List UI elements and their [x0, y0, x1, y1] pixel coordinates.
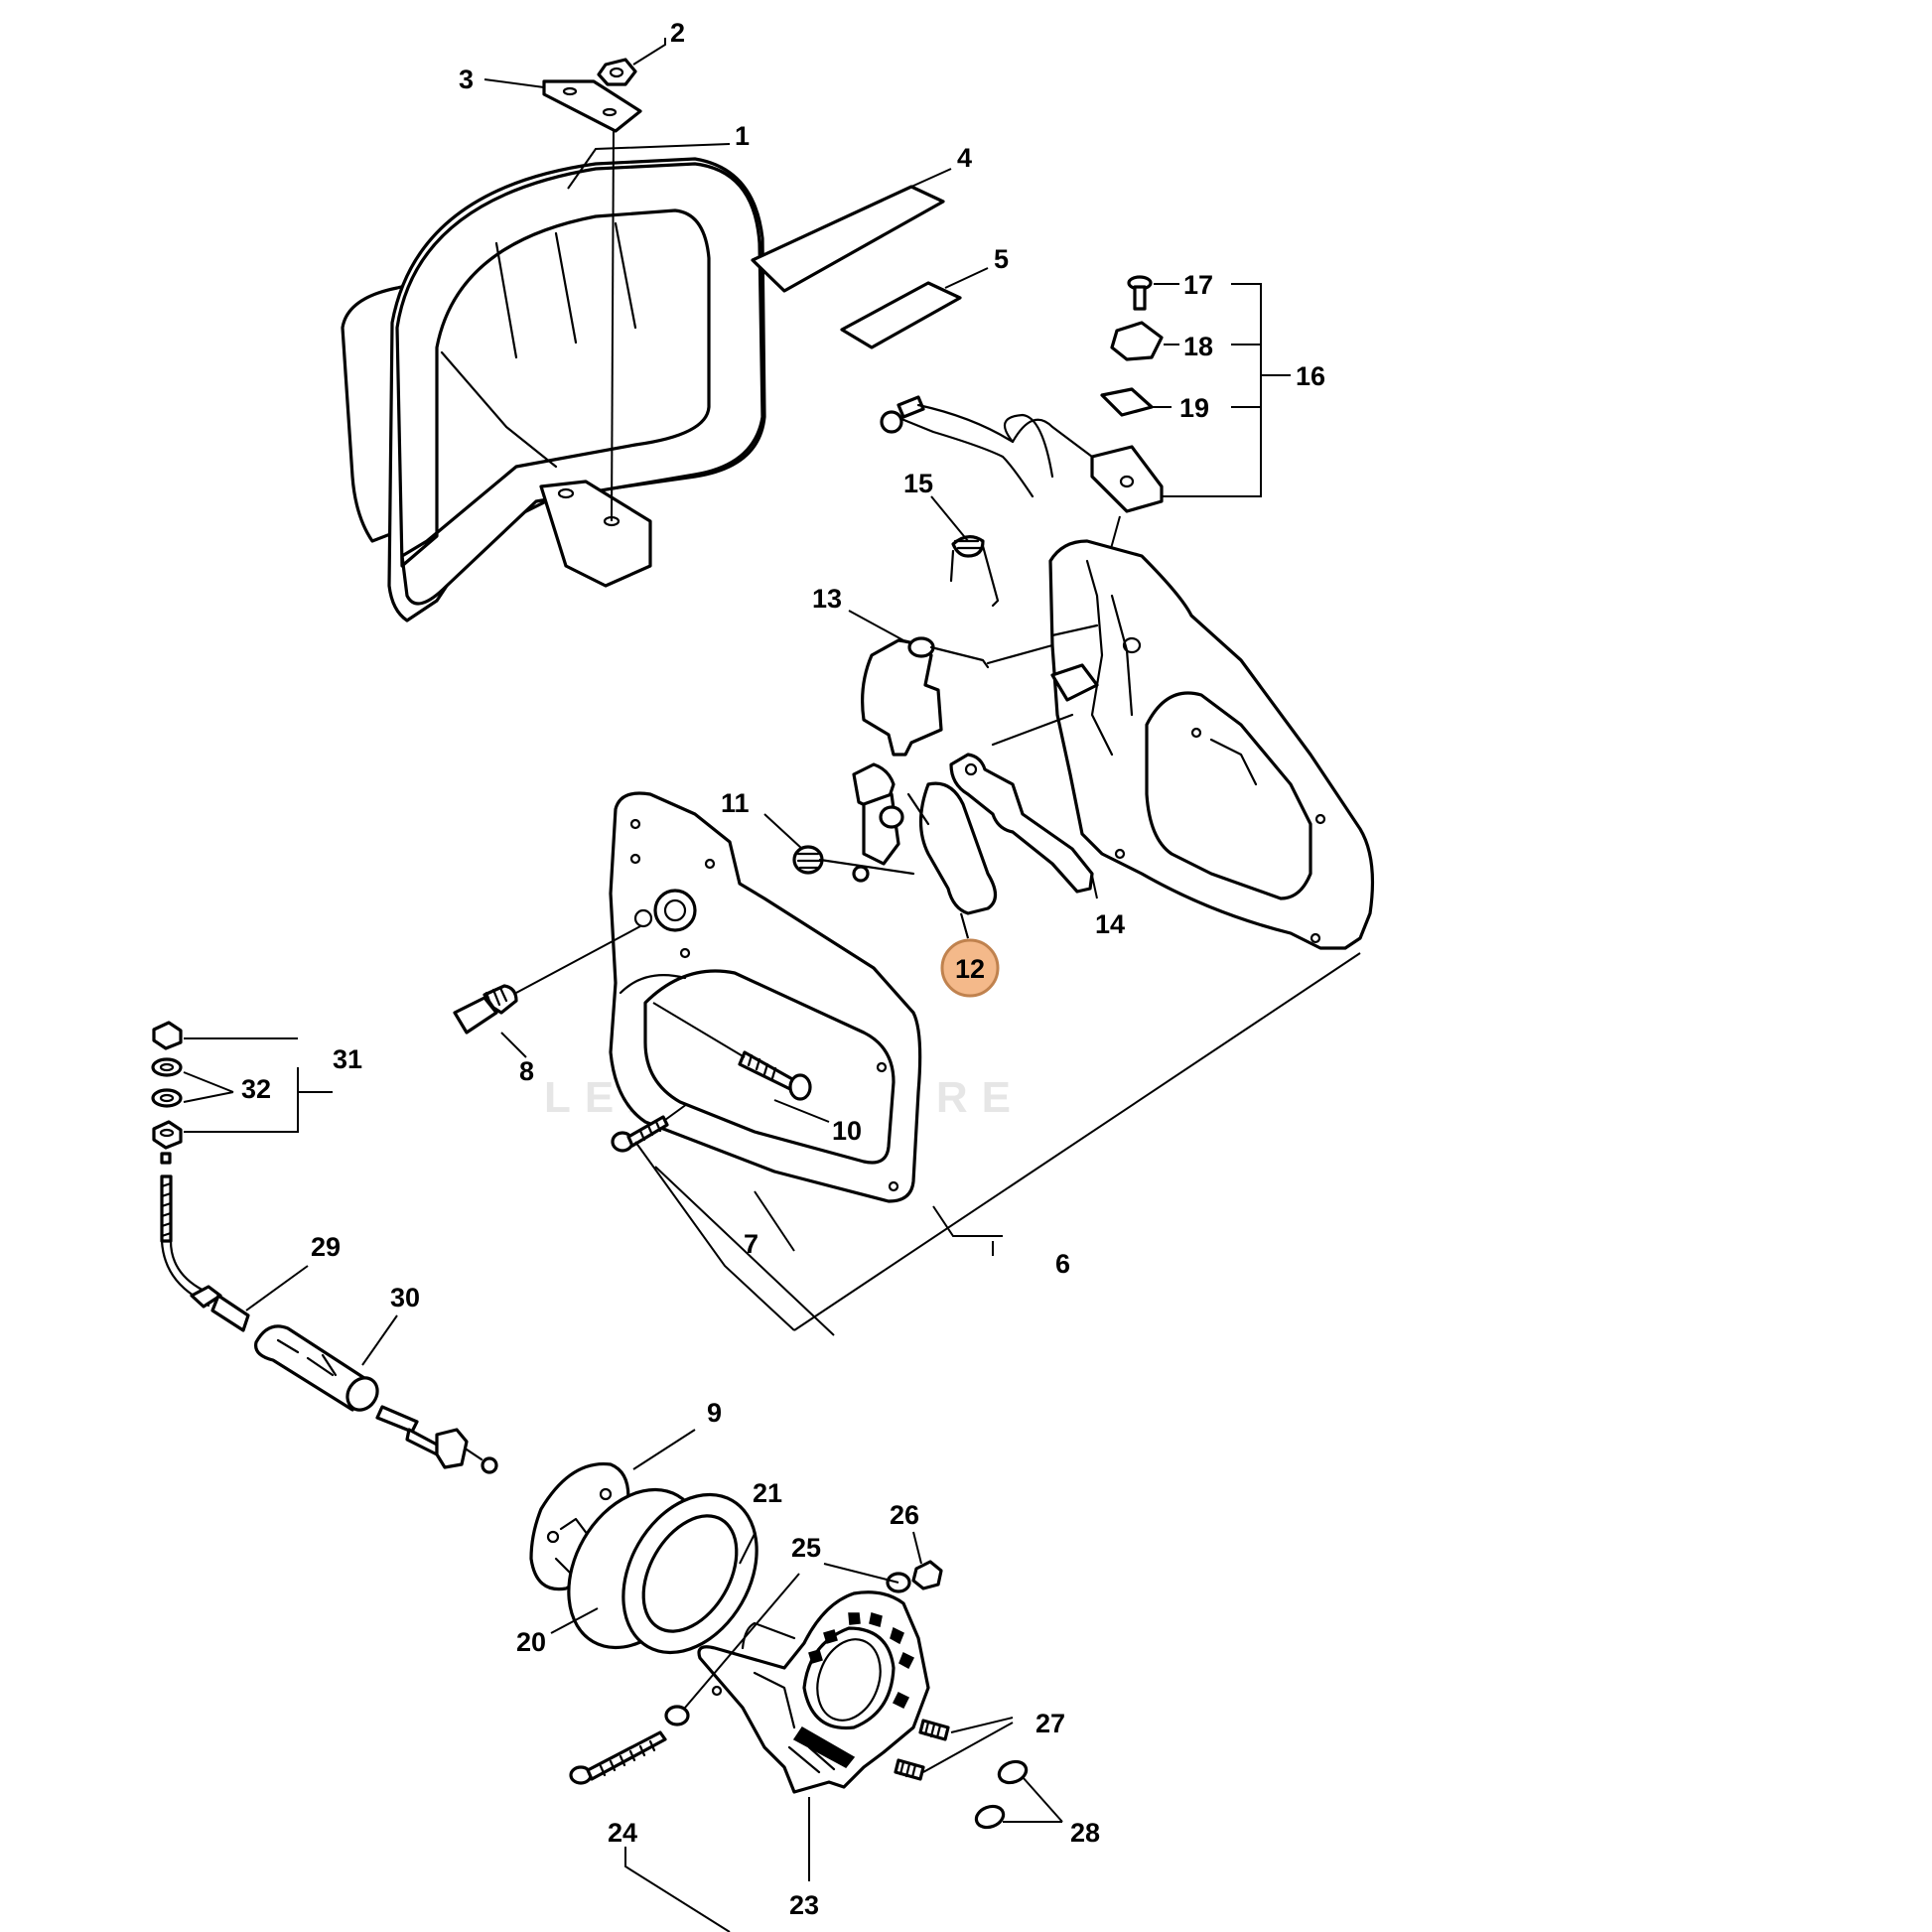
leader-lines — [183, 38, 1361, 1932]
part-27-springs[interactable] — [894, 1719, 950, 1781]
part-4-decal[interactable] — [751, 185, 945, 293]
part-8-stud[interactable] — [453, 925, 641, 1035]
callout-7: 7 — [744, 1229, 759, 1259]
callout-27: 27 — [1035, 1709, 1065, 1738]
callout-9: 9 — [707, 1398, 722, 1428]
callout-32: 32 — [241, 1074, 271, 1104]
part-1-front-handle[interactable] — [341, 123, 766, 622]
callout-23: 23 — [789, 1890, 819, 1920]
callout-5: 5 — [994, 244, 1009, 274]
callout-4: 4 — [957, 143, 972, 173]
callout-19: 19 — [1179, 393, 1209, 423]
part-17-screw[interactable] — [1127, 275, 1153, 311]
part-18-nut[interactable] — [1110, 321, 1164, 361]
callout-31: 31 — [333, 1044, 362, 1074]
part-15-spring[interactable] — [949, 535, 1000, 608]
part-30-protective-hose[interactable] — [254, 1324, 384, 1416]
callout-2: 2 — [670, 18, 685, 48]
callout-15: 15 — [903, 469, 933, 498]
part-3-plate[interactable] — [542, 79, 642, 133]
part-29-cable-end[interactable] — [375, 1405, 498, 1474]
callout-25: 25 — [791, 1533, 821, 1563]
part-23-housing[interactable] — [697, 1590, 930, 1794]
part-7-screw[interactable] — [611, 1103, 688, 1153]
callout-13: 13 — [812, 584, 842, 614]
callout-16: 16 — [1296, 361, 1325, 391]
callout-21: 21 — [753, 1478, 782, 1508]
callout-11: 11 — [721, 788, 750, 818]
part-6-rear-handle[interactable] — [986, 539, 1375, 950]
callout-10: 10 — [832, 1116, 862, 1146]
part-10-screw[interactable] — [652, 1002, 812, 1101]
part-21-ring[interactable] — [542, 1465, 784, 1676]
part-2-nut[interactable] — [597, 58, 637, 86]
callout-20: 20 — [516, 1627, 546, 1657]
part-16-stop-switch[interactable] — [880, 395, 1164, 582]
callout-18: 18 — [1183, 332, 1213, 361]
part-26-nut[interactable] — [911, 1560, 943, 1590]
part-5-decal[interactable] — [840, 281, 962, 349]
callout-17: 17 — [1183, 270, 1213, 300]
part-11-spring[interactable] — [792, 845, 915, 876]
callout-12: 12 — [955, 954, 985, 984]
callout-30: 30 — [390, 1283, 420, 1312]
callout-8: 8 — [519, 1056, 534, 1086]
part-13-throttle-lock[interactable] — [861, 636, 990, 757]
part-28-buffers[interactable] — [973, 1758, 1029, 1831]
part-19-pad[interactable] — [1100, 387, 1154, 417]
part-14-lever[interactable] — [949, 753, 1094, 894]
callout-14: 14 — [1095, 909, 1125, 939]
callout-29: 29 — [311, 1232, 341, 1262]
part-24-screw[interactable] — [569, 1730, 667, 1785]
highlight-circle — [940, 938, 1000, 998]
callout-26: 26 — [890, 1500, 919, 1530]
part-31-nut-set[interactable] — [151, 1021, 183, 1165]
part-12-throttle-trigger[interactable] — [852, 762, 998, 915]
callout-12-highlighted[interactable]: 12 — [940, 912, 1000, 998]
callout-28: 28 — [1070, 1818, 1100, 1848]
callout-6: 6 — [1055, 1249, 1070, 1279]
callout-labels: 1 2 3 4 5 6 7 8 9 10 11 13 14 15 16 17 1… — [241, 18, 1325, 1920]
callout-3: 3 — [459, 65, 474, 94]
part-29-control-cable[interactable] — [160, 1174, 250, 1332]
callout-24: 24 — [608, 1818, 637, 1848]
callout-1: 1 — [735, 121, 750, 151]
